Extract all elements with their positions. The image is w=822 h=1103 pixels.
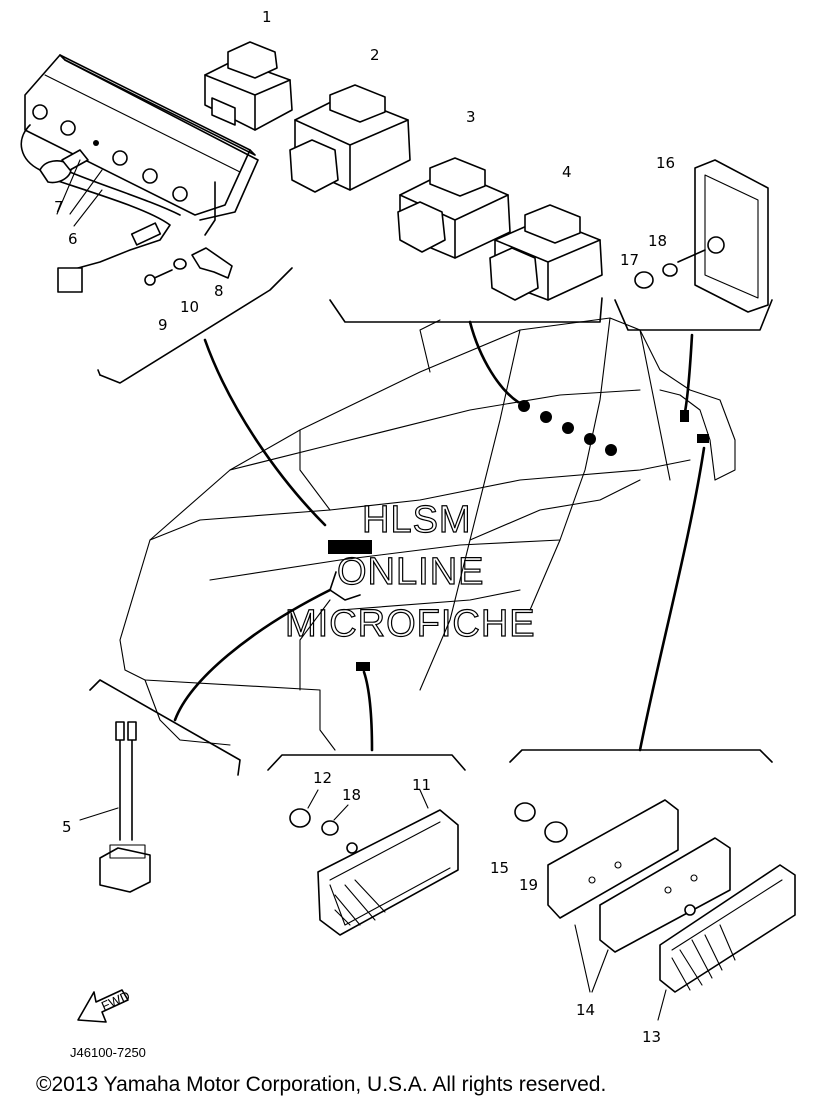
reflector-11 xyxy=(267,754,466,936)
watermark-line-3: MICROFICHE xyxy=(285,603,536,645)
part-number-2: 2 xyxy=(370,46,380,64)
washer-18b xyxy=(321,820,339,836)
group-bracket-13 xyxy=(509,749,773,763)
part-number-13: 13 xyxy=(642,1028,661,1046)
gasket-14b xyxy=(599,837,731,953)
washer-19 xyxy=(544,821,568,843)
indicator-light-group xyxy=(20,54,293,384)
part-number-3: 3 xyxy=(466,108,476,126)
leader-reflector-13 xyxy=(638,446,706,752)
leader-item-5 xyxy=(173,588,332,722)
group-bracket-left xyxy=(99,267,293,384)
part-number-8: 8 xyxy=(214,282,224,300)
watermark-line-2: ONLINE xyxy=(337,551,484,593)
part-number-18-lower: 18 xyxy=(342,786,361,804)
part-number-14: 14 xyxy=(576,1001,595,1019)
part-number-9: 9 xyxy=(158,316,168,334)
relay-1 xyxy=(204,41,293,131)
part-number-4: 4 xyxy=(562,163,572,181)
part-number-17: 17 xyxy=(620,251,639,269)
part-number-18: 18 xyxy=(648,232,667,250)
part-number-5: 5 xyxy=(62,818,72,836)
relay-2 xyxy=(289,84,411,193)
fwd-arrow: FWD xyxy=(77,988,132,1023)
item-5-resistor xyxy=(79,679,241,893)
callout-7 xyxy=(56,159,103,215)
part-number-12: 12 xyxy=(313,769,332,787)
nut-12 xyxy=(289,808,311,828)
reflector-16 xyxy=(614,159,773,331)
reflector-13 xyxy=(509,749,796,1021)
leader-reflector-16 xyxy=(683,333,694,414)
leader-relays xyxy=(468,320,520,404)
wire-connector xyxy=(57,267,83,293)
nut-17 xyxy=(634,271,654,289)
group-bracket-11 xyxy=(267,754,466,771)
leader-reflector-11 xyxy=(362,670,374,752)
nut-15 xyxy=(514,802,536,822)
leader-indicator xyxy=(203,338,327,527)
part-number-labels: 1 2 3 4 5 6 7 8 9 10 11 12 13 14 15 16 1… xyxy=(54,8,675,1046)
relay-box-mark xyxy=(328,540,372,554)
gasket-14a xyxy=(547,799,679,919)
diagram-code: J46100-7250 xyxy=(70,1045,146,1060)
part-number-6: 6 xyxy=(68,230,78,248)
vehicle-body xyxy=(119,317,736,751)
part-number-19: 19 xyxy=(519,876,538,894)
relay-4 xyxy=(489,204,603,301)
group-bracket-relays xyxy=(329,297,603,323)
part-number-15: 15 xyxy=(490,859,509,877)
fwd-label: FWD xyxy=(99,988,132,1014)
relay-3 xyxy=(397,157,511,259)
part-number-16: 16 xyxy=(656,154,675,172)
watermark: HLSM ONLINE MICROFICHE xyxy=(284,498,536,645)
part-number-10: 10 xyxy=(180,298,199,316)
part-number-11: 11 xyxy=(412,776,431,794)
group-bracket-5 xyxy=(89,679,241,776)
part-number-7: 7 xyxy=(54,198,64,216)
part-number-1: 1 xyxy=(262,8,272,26)
copyright-notice: ©2013 Yamaha Motor Corporation, U.S.A. A… xyxy=(36,1073,606,1096)
group-bracket-reflector xyxy=(614,299,773,331)
watermark-line-1: HLSM xyxy=(362,499,472,541)
washer-18 xyxy=(662,263,678,277)
bracket-8 xyxy=(191,247,233,279)
